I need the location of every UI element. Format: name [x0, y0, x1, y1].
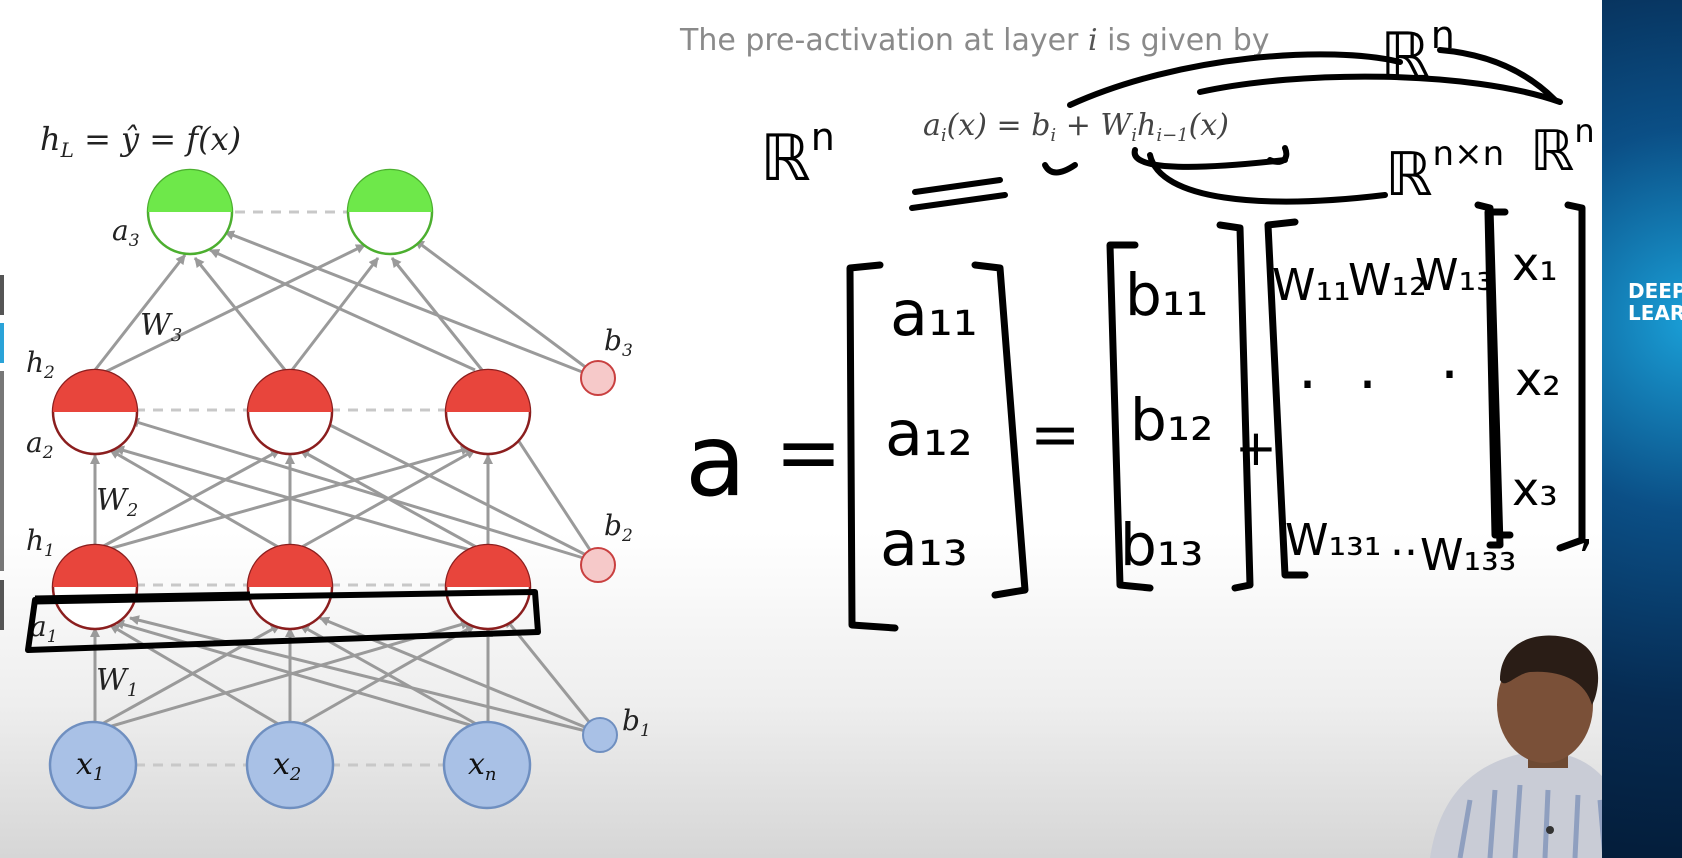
left-edge-tabs [0, 275, 4, 630]
input-node [48, 720, 138, 810]
layer-label-a3: a3 [112, 214, 140, 251]
input-node [442, 720, 532, 810]
weight-label-w1: W1 [96, 663, 138, 701]
presenter-video [1430, 635, 1640, 858]
hidden-node-h2 [51, 368, 139, 456]
output-label: hL = ŷ = f(x) [40, 120, 241, 162]
a-vector-entry: a₁₂ [885, 397, 973, 470]
output-node [346, 168, 434, 256]
bias-label-b1: b1 [622, 704, 651, 741]
bias-node-b1 [582, 717, 618, 753]
matrix-brackets [846, 201, 1586, 632]
bias-label-b2: b2 [604, 509, 633, 546]
dim-label-mid: ℝn×n [1385, 134, 1504, 210]
tab-marker [0, 580, 4, 630]
slide-header: The pre-activation at layer i is given b… [679, 23, 1270, 58]
x-vector-entry: x₁ [1512, 237, 1558, 291]
highlight-stroke [34, 591, 251, 605]
weight-label-w2: W2 [96, 483, 138, 521]
tab-marker [0, 371, 4, 571]
edges-w2 [90, 417, 596, 562]
w-matrix-entry: W₁₁ [1272, 260, 1351, 311]
w-matrix-entry: W₁₃₁ [1285, 515, 1381, 566]
a-symbol: a [685, 402, 746, 519]
a-vector-entry: a₁₃ [880, 507, 968, 580]
edges-w3 [93, 230, 593, 377]
x-vector-entry: x₃ [1512, 462, 1558, 516]
bias-label-b3: b3 [604, 324, 633, 361]
course-logo: DEEP LEARN [1628, 280, 1682, 324]
equals-sign-2: = [1030, 400, 1080, 470]
weight-label-w3: W3 [140, 308, 182, 346]
w-matrix-entry: · [1440, 340, 1459, 410]
pre-activation-equation: ai(x) = bi + Wihi−1(x) [923, 108, 1229, 146]
w-matrix-entry: W₁₂ [1348, 255, 1427, 306]
layer-dashes [135, 210, 445, 767]
bias-node-b2 [580, 547, 616, 583]
input-label: x2 [273, 747, 301, 785]
dim-label-right: ℝn [1530, 112, 1595, 184]
a-vector-entry: a₁₁ [890, 277, 978, 350]
logo-text-line: DEEP [1628, 279, 1682, 303]
input-node [245, 720, 335, 810]
b-vector-entry: b₁₁ [1125, 261, 1208, 329]
hidden-node-h1 [246, 543, 334, 631]
w-matrix-entry: · [1298, 350, 1317, 420]
layer-label-h2: h2 [26, 346, 55, 383]
hidden-node-h2 [246, 368, 334, 456]
w-matrix-entry: W₁₃ [1415, 250, 1494, 301]
trailing-comma: , [1578, 499, 1594, 557]
plus-sign: + [1235, 419, 1277, 477]
course-branding-panel [1602, 0, 1682, 858]
layer-label-h1: h1 [26, 524, 55, 561]
hidden-node-h1 [444, 543, 532, 631]
output-node [146, 168, 234, 256]
hidden-node-h2 [444, 368, 532, 456]
x-vector-entry: x₂ [1515, 352, 1561, 406]
w-matrix-entry: .. [1390, 515, 1418, 566]
tab-marker [0, 275, 4, 315]
input-label: xn [468, 747, 497, 785]
tab-marker [0, 323, 4, 363]
highlight-box-a1 [25, 589, 541, 653]
logo-text-line: LEARN [1628, 301, 1682, 325]
equals-sign: = [775, 406, 842, 499]
hidden-node-h1 [51, 543, 139, 631]
w-matrix-entry: · [1358, 350, 1377, 420]
w-matrix-entry: W₁₃₃ [1420, 530, 1516, 581]
bias-node-b3 [580, 360, 616, 396]
b-vector-entry: b₁₂ [1130, 386, 1213, 454]
dim-label-left: ℝn [760, 115, 835, 196]
dim-label-top: ℝn [1380, 13, 1455, 94]
input-label: x1 [76, 747, 104, 785]
layer-label-a2: a2 [26, 426, 54, 463]
b-vector-entry: b₁₃ [1120, 511, 1203, 579]
handwritten-arcs [909, 47, 1563, 211]
